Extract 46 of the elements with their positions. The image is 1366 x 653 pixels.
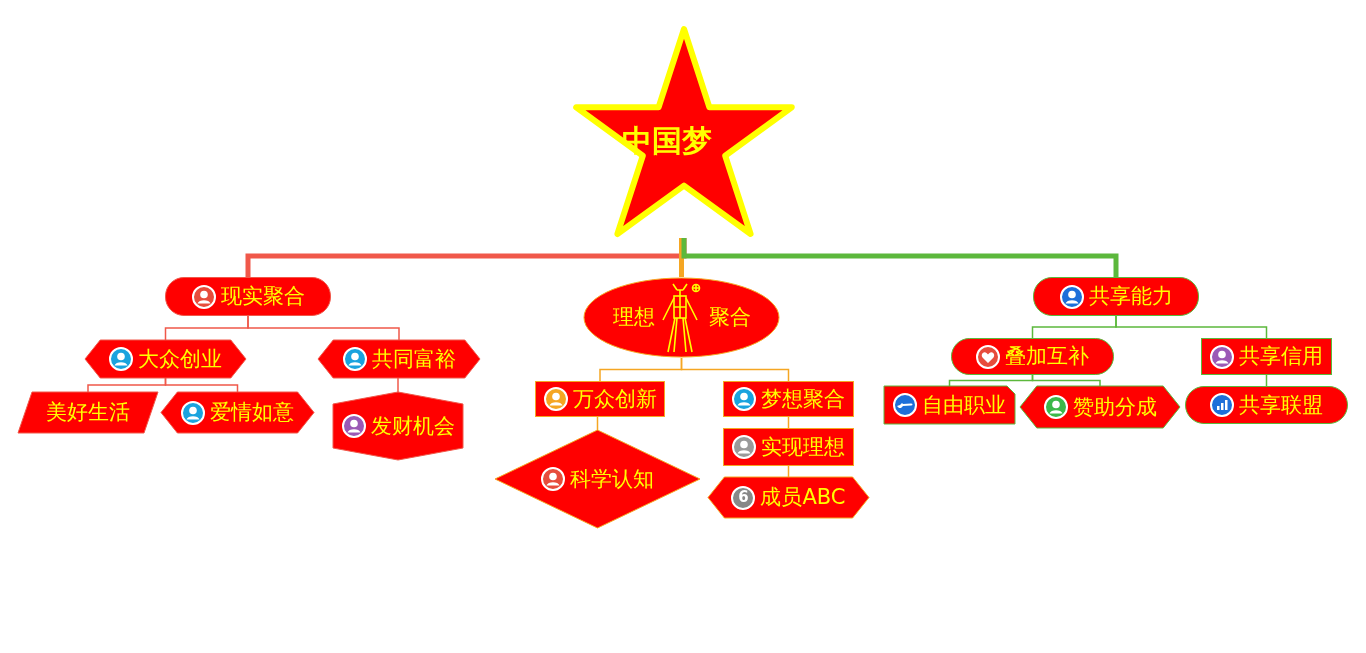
connector-line [397, 377, 399, 393]
hexagon-box [318, 340, 480, 378]
topic-box [951, 338, 1114, 375]
hexagon-box [1020, 386, 1180, 428]
topic-label: 叠加互补 [1005, 344, 1089, 369]
topic-box [165, 277, 331, 316]
octagon-box [333, 392, 463, 460]
topic-box [723, 428, 854, 466]
topic-label: 实现理想 [761, 434, 845, 460]
topic-label: 聚合 [708, 305, 751, 330]
topic-label: 万众创新 [572, 386, 657, 412]
parallelogram-box [18, 392, 158, 433]
topic-label: 大众创业 [138, 346, 222, 372]
connector-line [680, 357, 790, 382]
topic-label: 成员ABC [760, 485, 846, 510]
hexagon-box [708, 477, 869, 518]
connector-line [681, 238, 1119, 277]
connector-line [1115, 315, 1268, 339]
topic-label: 共同富裕 [371, 346, 456, 372]
connector-line [1031, 374, 1101, 387]
topic-label: 现实聚合 [220, 284, 305, 309]
topic-label: 赞助分成 [1072, 394, 1157, 420]
topic-box [1201, 338, 1332, 375]
ellipse-shape [583, 277, 780, 358]
topic-label: 理想 [612, 305, 655, 330]
topic-label: 共享信用 [1239, 344, 1323, 369]
topic-label: 共享能力 [1088, 284, 1173, 309]
connector-line [679, 238, 684, 277]
topic-box [723, 381, 854, 417]
topic-label: 发财机会 [370, 413, 455, 439]
star-shape [573, 25, 795, 238]
connector-line [247, 315, 400, 341]
topic-label: 梦想聚合 [761, 386, 845, 412]
hexagon-box [85, 340, 246, 378]
diamond-shape [495, 430, 700, 528]
topic-label: 共享联盟 [1239, 392, 1323, 418]
topic-box [535, 381, 665, 417]
topic-box [884, 386, 1015, 424]
topic-label: 美好生活 [46, 400, 130, 425]
connector-line [164, 377, 239, 393]
topic-label: 爱情如意 [210, 400, 294, 425]
topic-label: 科学认知 [570, 466, 654, 492]
hexagon-box [161, 392, 314, 433]
topic-box [1033, 277, 1199, 316]
topic-label: 自由职业 [922, 392, 1006, 418]
topic-box [1185, 386, 1348, 424]
